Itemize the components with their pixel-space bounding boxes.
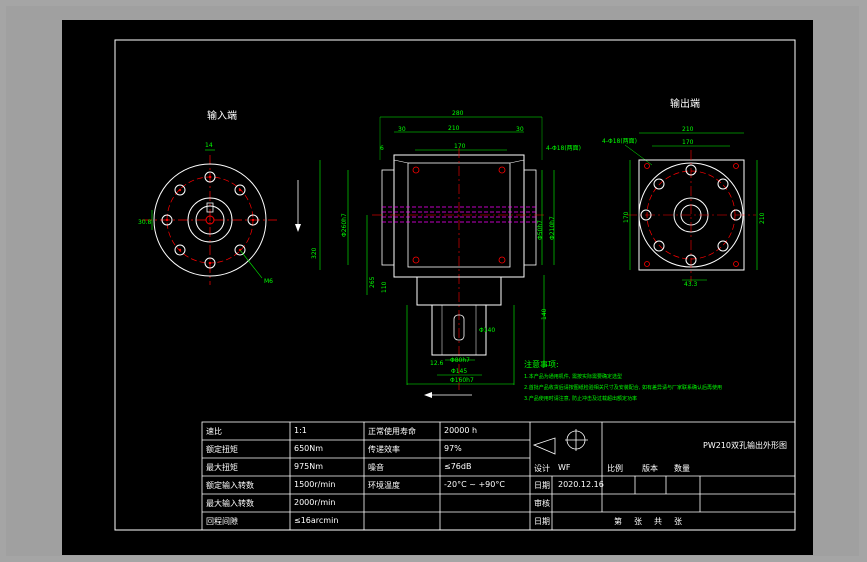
title-block-text: 速比 1:1 正常使用寿命 20000 h 额定扭矩 650Nm 传递效率 97% 最大扭矩 97… (62, 20, 813, 555)
dim-front-265: 265 (369, 276, 376, 288)
param-cell: 975Nm (294, 462, 324, 471)
dim-output-h210: 210 (759, 212, 766, 224)
param-cell: 额定输入转数 (206, 481, 254, 490)
dim-front-left-d: Φ260h7 (341, 213, 348, 237)
param-cell: 正常使用寿命 (368, 427, 416, 436)
notes-block: 注意事项: 1.本产品为通用机件, 需按实际需要确定选型 2.首批产品收货后请按… (524, 359, 722, 402)
notes-title: 注意事项: (524, 359, 559, 369)
input-view: 输入端 14 30.8 M6 (138, 109, 301, 285)
dim-front-140b: Φ140 (479, 327, 495, 334)
param-cell: -20°C ~ +90°C (444, 480, 505, 489)
drawing-svg: 输入端 14 30.8 M6 (114, 39, 796, 531)
dim-output-h170: 170 (623, 211, 630, 223)
dim-front-holes: 4-Φ18(两面) (546, 145, 581, 152)
param-cell: 环境温度 (368, 481, 400, 490)
sheet-text: 第 张 共 张 (614, 517, 684, 526)
dim-front-110: 110 (381, 281, 388, 293)
title-block (201, 421, 796, 531)
param-cell: 速比 (206, 427, 222, 436)
drawing-canvas[interactable]: 输入端 14 30.8 M6 (62, 20, 813, 555)
input-view-title: 输入端 (207, 109, 237, 122)
output-view: 输出端 210 170 4-Φ18(两面) 170 210 43.3 (602, 97, 766, 288)
dim-input-308: 30.8 (138, 219, 152, 226)
param-cell: 650Nm (294, 444, 324, 453)
notes-line-3: 3.产品使用时请注意, 防止冲击及过载超出额定功率 (524, 395, 637, 402)
dim-front-30b: 30 (516, 126, 524, 133)
drawing-title: PW210双孔输出外形图 (703, 441, 788, 450)
param-cell: 最大扭矩 (206, 463, 238, 472)
dim-front-170: 170 (454, 143, 466, 150)
param-cell: 最大输入转数 (206, 499, 254, 508)
title-block-logo (532, 429, 588, 455)
param-cell: 1:1 (294, 426, 307, 435)
dim-input-m6: M6 (264, 278, 273, 285)
param-cell: 回程间隙 (206, 517, 238, 526)
dim-front-mid-d: Φ50h7 (537, 220, 544, 240)
param-cell: 噪音 (368, 463, 384, 472)
param-cell: 2000r/min (294, 498, 336, 507)
dim-front-30a: 30 (398, 126, 406, 133)
param-cell: 97% (444, 444, 462, 453)
dim-front-in-d: Φ80h7 (450, 357, 470, 364)
param-cell: 1500r/min (294, 480, 336, 489)
cad-viewport[interactable]: 输入端 14 30.8 M6 (6, 6, 859, 556)
param-cell: 传递效率 (368, 445, 400, 454)
param-cell: 额定扭矩 (206, 445, 238, 454)
dim-output-holes: 4-Φ18(两面) (602, 138, 637, 145)
dim-front-6: 6 (380, 145, 384, 152)
dim-output-210: 210 (682, 126, 694, 133)
version-label: 版本 (642, 464, 658, 473)
dim-front-126: 12.6 (430, 360, 444, 367)
designer: WF (558, 463, 571, 472)
dim-front-320: 320 (311, 247, 318, 259)
param-cell: ≤16arcmin (294, 516, 339, 525)
dim-front-bot2: Φ160h7 (450, 377, 474, 384)
dim-front-right-d: Φ210h7 (549, 216, 556, 240)
notes-line-1: 1.本产品为通用机件, 需按实际需要确定选型 (524, 373, 622, 380)
design-label: 设计 (534, 464, 550, 473)
dim-input-14: 14 (205, 142, 213, 149)
dim-output-433: 43.3 (684, 281, 698, 288)
notes-line-2: 2.首批产品收货后请按图纸检验相关尺寸及安装配合, 如有差异请与厂家联系确认后再… (524, 384, 722, 391)
dim-output-170: 170 (682, 139, 694, 146)
date-label: 日期 (534, 481, 550, 490)
dim-front-bot1: Φ145 (451, 368, 467, 375)
dim-front-140: 140 (541, 308, 548, 320)
param-cell: ≤76dB (444, 462, 472, 471)
date-value: 2020.12.16 (558, 480, 604, 489)
param-cell: 20000 h (444, 426, 478, 435)
scale-label: 比例 (607, 464, 623, 473)
dim-front-280: 280 (452, 110, 464, 117)
review-label: 审核 (534, 499, 550, 508)
output-view-title: 输出端 (670, 97, 700, 110)
date-label-2: 日期 (534, 517, 550, 526)
front-view: 280 210 30 30 170 6 4-Φ18(两面) (311, 110, 581, 398)
qty-label: 数量 (674, 464, 690, 473)
dim-front-210: 210 (448, 125, 460, 132)
